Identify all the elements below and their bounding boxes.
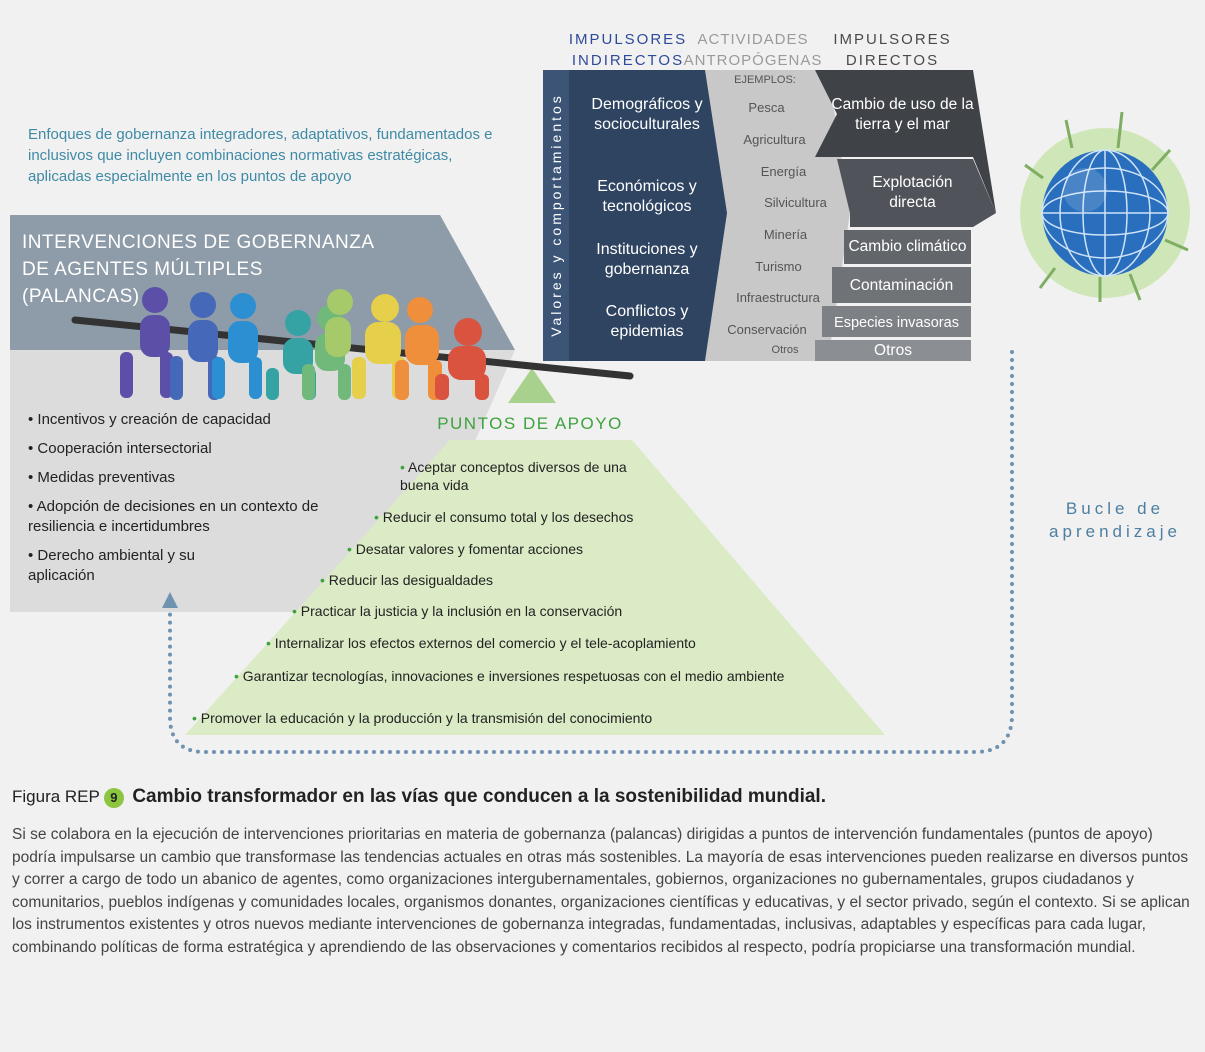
direct-driver-band-2 (837, 159, 996, 227)
intervention-item: Incentivos y creación de capacidad (28, 410, 348, 430)
intervention-item: Cooperación intersectorial (28, 439, 348, 459)
learning-loop-line: Bucle de (1065, 499, 1165, 518)
direct-driver-band-5 (822, 306, 971, 337)
intervention-item: Medidas preventivas (28, 468, 348, 488)
indirect-driver-item: Conflictos y epidemias (605, 303, 689, 340)
header-line: IMPULSORES (833, 31, 952, 48)
interventions-list: Incentivos y creación de capacidad Coope… (28, 410, 348, 595)
learning-loop-path (168, 350, 1014, 754)
header-line: DIRECTOS (845, 52, 940, 69)
values-band (543, 70, 569, 361)
activity-item: Infraestructura (736, 290, 820, 305)
caption-body: Si se colabora en la ejecución de interv… (12, 826, 1190, 956)
activity-item: Silvicultura (764, 195, 827, 210)
governance-title: INTERVENCIONES DE GOBERNANZA DE AGENTES … (22, 229, 422, 310)
activities-examples-header: EJEMPLOS: (734, 74, 796, 86)
governance-title-line: DE AGENTES MÚLTIPLES (22, 259, 263, 280)
learning-loop-arrowhead (162, 592, 178, 608)
intervention-item: Adopción de decisiones en un contexto de… (28, 497, 348, 537)
governance-intro: Enfoques de gobernanza integradores, ada… (28, 126, 493, 185)
caption-prefix: Figura REP (12, 787, 100, 806)
direct-driver-band-6 (815, 340, 971, 361)
direct-driver-item: Explotación directa (872, 174, 953, 211)
leverage-item: Garantizar tecnologías, innovaciones e i… (234, 667, 814, 685)
indirect-driver-item: Demográficos y socioculturales (591, 96, 703, 133)
leverage-item: Practicar la justicia y la inclusión en … (292, 602, 712, 620)
leverage-item: Internalizar los efectos externos del co… (266, 634, 786, 652)
activity-item: Pesca (748, 100, 785, 115)
direct-driver-item: Otros (874, 342, 912, 359)
direct-driver-band-1 (815, 70, 996, 213)
direct-driver-band-3 (844, 230, 971, 264)
direct-driver-item: Contaminación (849, 277, 954, 294)
leverage-item: Desatar valores y fomentar acciones (347, 540, 667, 558)
values-label: Valores y comportamientos (548, 93, 564, 337)
activity-item: Conservación (727, 322, 807, 337)
leverage-title: PUNTOS DE APOYO (437, 414, 623, 433)
activity-item: Energía (760, 164, 807, 179)
leverage-item: Promover la educación y la producción y … (192, 709, 792, 727)
governance-title-line: (PALANCAS) (22, 286, 140, 307)
header-line: IMPULSORES (568, 31, 688, 48)
caption-title: Cambio transformador en las vías que con… (132, 786, 826, 807)
indirect-driver-item: Instituciones y gobernanza (596, 241, 698, 278)
fulcrum (508, 368, 556, 403)
people-pulling (120, 287, 489, 400)
direct-driver-item: Cambio de uso de la tierra y el mar (831, 96, 974, 133)
intervention-item: Derecho ambiental y su aplicación (28, 546, 228, 586)
governance-title-line: INTERVENCIONES DE GOBERNANZA (22, 232, 375, 253)
direct-driver-band-4 (832, 267, 971, 303)
activity-item: Turismo (755, 259, 802, 274)
activity-item: Otros (771, 344, 799, 356)
indirect-driver-item: Económicos y tecnológicos (597, 178, 697, 215)
leverage-item: Aceptar conceptos diversos de una buena … (400, 458, 640, 494)
direct-driver-item: Especies invasoras (834, 315, 959, 331)
header-line: INDIRECTOS (571, 52, 685, 69)
anthropogenic-activities-header: ACTIVIDADES ANTROPÓGENAS (674, 29, 832, 71)
leverage-item: Reducir las desigualdades (320, 571, 640, 589)
header-line: ANTROPÓGENAS (683, 52, 823, 69)
anthropogenic-band (705, 70, 850, 361)
indirect-drivers-band (543, 70, 745, 361)
caption-number-badge: 9 (103, 788, 124, 808)
direct-driver-item: Cambio climático (848, 238, 967, 255)
leverage-item: Reducir el consumo total y los desechos (374, 508, 694, 526)
figure-panel: IMPULSORES INDIRECTOS ACTIVIDADES ANTROP… (0, 0, 1205, 760)
globe-icon (1020, 111, 1190, 302)
activity-item: Minería (763, 227, 808, 242)
header-line: ACTIVIDADES (697, 31, 809, 48)
learning-loop-line: aprendizaje (1049, 522, 1181, 541)
indirect-drivers-header: IMPULSORES INDIRECTOS (553, 29, 703, 71)
learning-loop-label: Bucle de aprendizaje (1030, 497, 1200, 543)
activity-item: Agricultura (743, 132, 806, 147)
direct-drivers-header: IMPULSORES DIRECTOS (820, 29, 965, 71)
